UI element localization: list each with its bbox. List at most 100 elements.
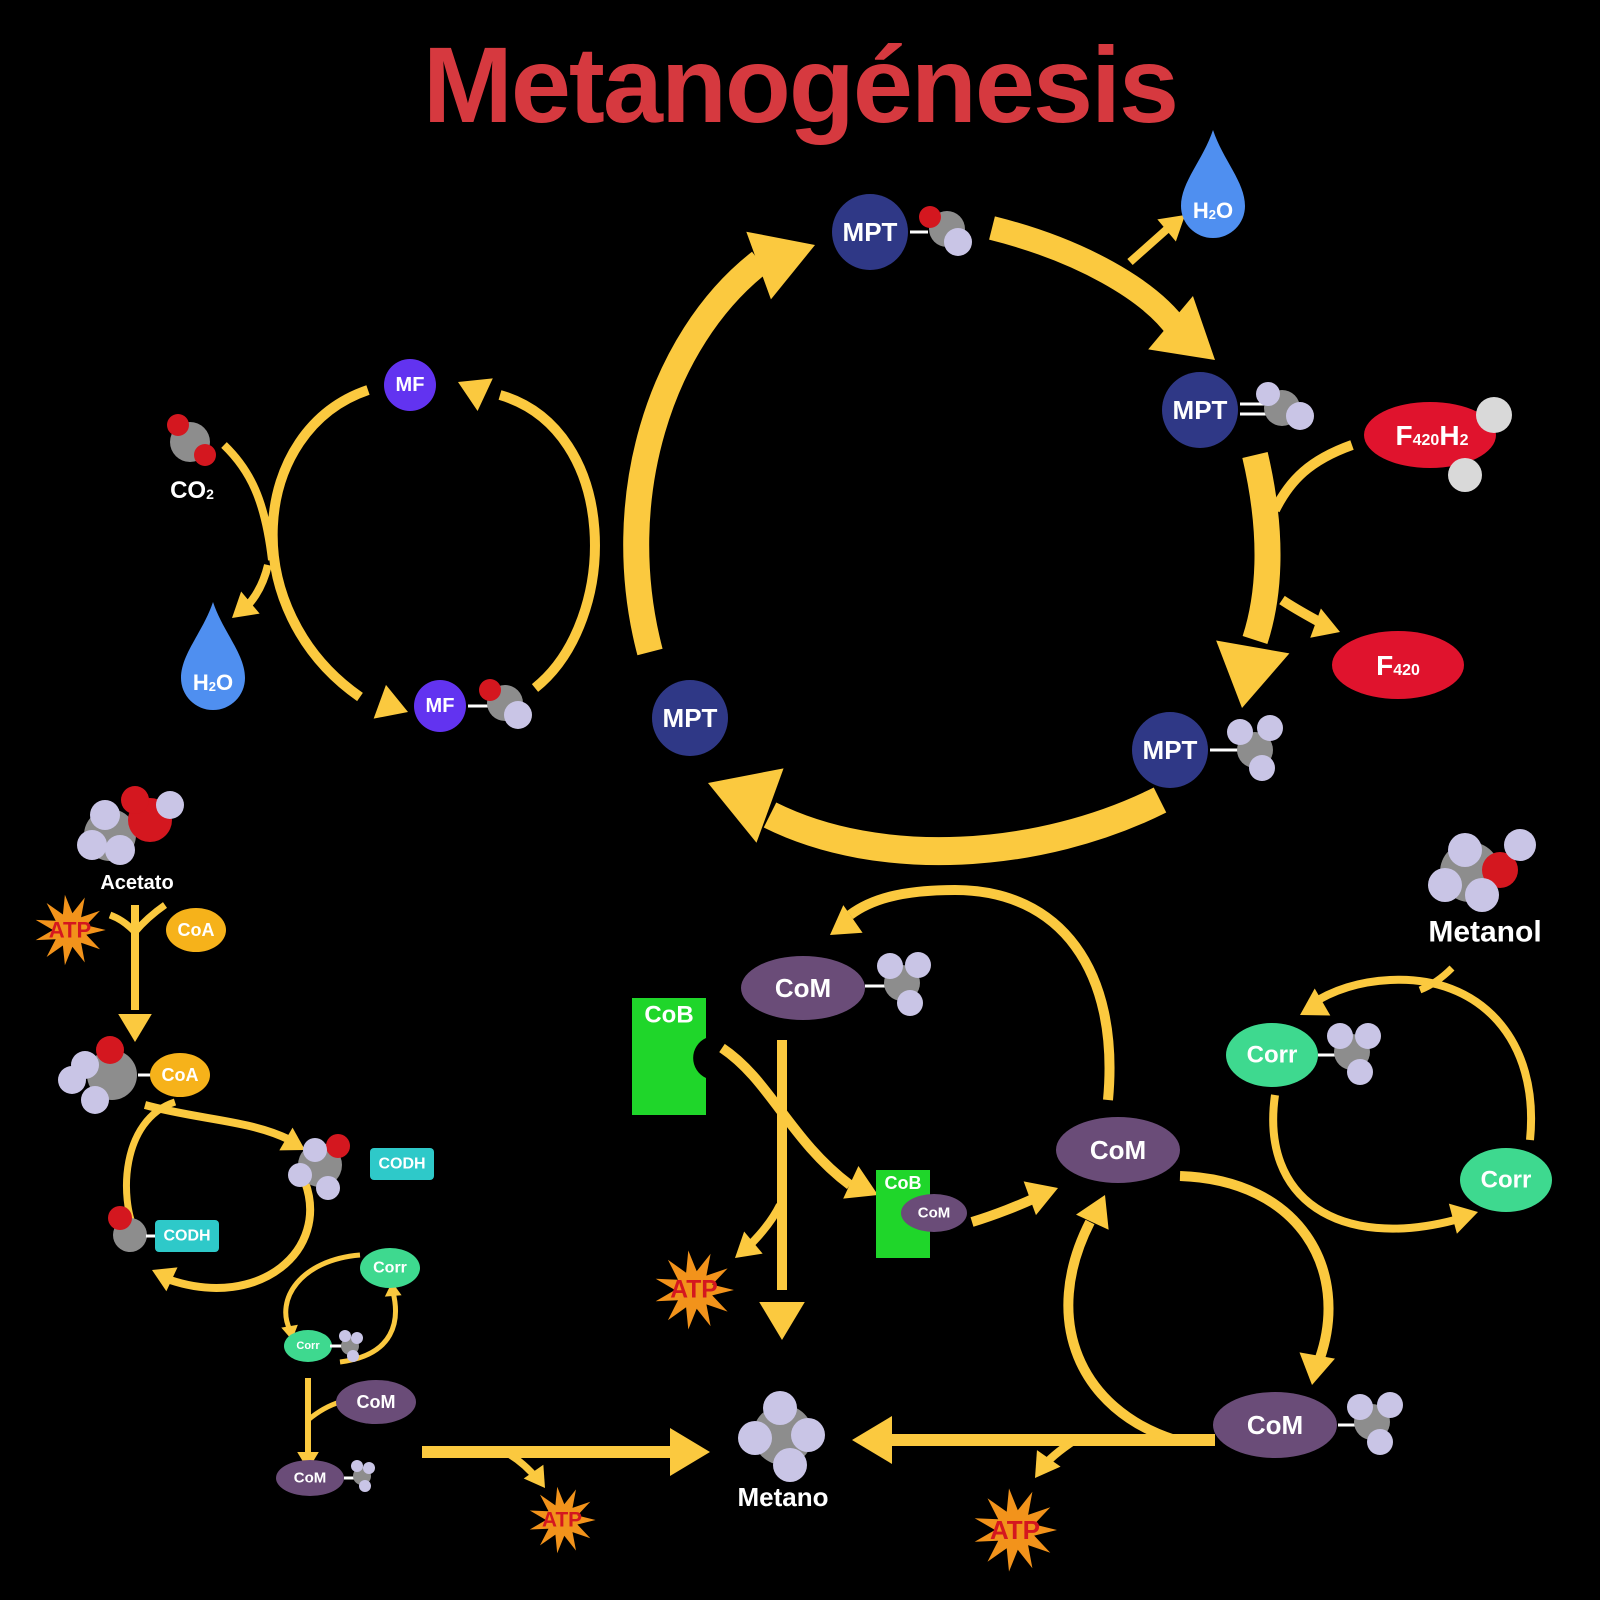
hydrogen-atom bbox=[351, 1460, 363, 1472]
hydrogen-atom bbox=[944, 228, 972, 256]
mpt-free-node-label: MPT bbox=[663, 703, 718, 733]
mpt-methyl-node: MPT bbox=[1132, 712, 1208, 788]
methyl-com-node-small-shape bbox=[276, 1460, 344, 1496]
arrow-codh-to-co-codh-head bbox=[152, 1267, 178, 1292]
mf-formyl-node: MF bbox=[414, 680, 466, 732]
methyl-corr-node-shape bbox=[1226, 1023, 1318, 1087]
hydrogen-atom bbox=[905, 952, 931, 978]
hydrogen-atom bbox=[877, 953, 903, 979]
corr-node-small-shape bbox=[360, 1248, 420, 1288]
water-drop-icon bbox=[1181, 130, 1245, 238]
hydrogen-atom bbox=[897, 990, 923, 1016]
methyl-com-node-top-shape bbox=[741, 956, 865, 1020]
arrow-co2-in bbox=[221, 442, 276, 561]
hydrogen-atom bbox=[71, 1051, 99, 1079]
atp-label: ATP bbox=[990, 1515, 1040, 1545]
arrow-methyl-to-mpt bbox=[763, 787, 1167, 866]
corr-node-label: Corr bbox=[1481, 1167, 1532, 1194]
arrow-heterodisulfide-to-com bbox=[970, 1193, 1038, 1227]
hydrogen-atom bbox=[339, 1330, 351, 1342]
mpt-methenyl-node: MPT bbox=[1162, 372, 1238, 448]
methyl-group-small bbox=[339, 1330, 363, 1362]
water-label: H2O bbox=[193, 670, 233, 695]
arrow-atp-left-head bbox=[523, 1464, 545, 1488]
f420h2-node: F420H2 bbox=[1364, 402, 1496, 468]
arrows-layer bbox=[108, 215, 1536, 1488]
arrow-h2o-release-head bbox=[1157, 215, 1185, 242]
hydrogen-atom bbox=[288, 1163, 312, 1187]
hydrogen-atom bbox=[1256, 382, 1280, 406]
acetate-molecule-icon bbox=[77, 786, 184, 865]
arrow-methyl-com-to-methane-left-head bbox=[670, 1428, 710, 1476]
atp-left: ATP bbox=[529, 1486, 596, 1554]
com-node-center: CoM bbox=[1056, 1117, 1180, 1183]
arrow-com-to-methyl-com-head bbox=[1299, 1352, 1335, 1385]
carbon-monoxide-group bbox=[108, 1206, 147, 1252]
f420h2-node-shape bbox=[1364, 402, 1496, 468]
oxygen-atom bbox=[1482, 852, 1518, 888]
arrow-methyl-com-to-methane-right-head bbox=[852, 1416, 892, 1464]
arrow-formyl-to-methenyl-head bbox=[1148, 296, 1215, 360]
atp-label: ATP bbox=[542, 1509, 582, 1532]
metano-label: Metano bbox=[738, 1482, 829, 1512]
methyl-com-node-small-label: CoM bbox=[294, 1470, 327, 1487]
arrow-loop-left bbox=[122, 1098, 177, 1232]
arrow-mf-to-mf-formyl bbox=[267, 385, 370, 702]
nodes-layer: MPTH2OMPTF420H2F420MPTMPTMFMFCO2H2OAceta… bbox=[35, 130, 1552, 1572]
hydrogen-atom bbox=[1476, 397, 1512, 433]
arrow-acetate-to-acetyl-coa-head bbox=[118, 1014, 152, 1042]
oxygen-atom bbox=[919, 206, 941, 228]
methyl-group-top bbox=[877, 952, 931, 1016]
com-node-center-shape bbox=[1056, 1117, 1180, 1183]
hydrogen-atom bbox=[1448, 458, 1482, 492]
arrow-f420h2-in bbox=[1270, 440, 1354, 513]
mpt-formyl-node-shape bbox=[832, 194, 908, 270]
atp-burst-icon bbox=[35, 894, 106, 966]
hydrogen-atom bbox=[1355, 1023, 1381, 1049]
page-title: Metanogénesis bbox=[422, 24, 1179, 145]
hydrogen-atom bbox=[1448, 833, 1482, 867]
arrow-formyl-to-methenyl bbox=[989, 216, 1188, 338]
hydrogen-atom bbox=[1428, 868, 1462, 902]
arrow-atp-in bbox=[108, 911, 138, 935]
hydrogen-atom bbox=[738, 1421, 772, 1455]
atp-label: ATP bbox=[670, 1277, 718, 1304]
hydrogen-atom bbox=[156, 791, 184, 819]
methyl-corr-node-small-shape bbox=[284, 1330, 332, 1362]
methanol-molecule-icon bbox=[1428, 829, 1536, 912]
arrow-methenyl-to-methyl-head bbox=[1216, 640, 1290, 708]
arrow-corr-to-methyl-corr bbox=[1307, 975, 1536, 1141]
mf-free-node: MF bbox=[384, 359, 436, 411]
arrow-methenyl-to-methyl bbox=[1242, 452, 1281, 645]
arrow-methyl-to-mpt-head bbox=[708, 768, 784, 843]
arrow-codh-to-co-codh bbox=[168, 1180, 315, 1292]
arrow-acetyl-coa-to-codh-head bbox=[279, 1127, 305, 1151]
oxygen-atom bbox=[326, 1134, 350, 1158]
mf-free-node-shape bbox=[384, 359, 436, 411]
hydrogen-atom bbox=[791, 1418, 825, 1452]
hydrogen-atom bbox=[504, 701, 532, 729]
methyl-group-right bbox=[1347, 1392, 1403, 1455]
arrow-com-in-small bbox=[306, 1399, 341, 1422]
hydrogen-atom bbox=[105, 835, 135, 865]
coa-node-label: CoA bbox=[178, 920, 215, 940]
methyl-com-node-right-label: CoM bbox=[1247, 1410, 1303, 1440]
mpt-free-node: MPT bbox=[652, 680, 728, 756]
arrow-formyl-mf-to-mf bbox=[498, 390, 600, 692]
mf-formyl-group bbox=[479, 679, 532, 729]
codh-label: CODH bbox=[378, 1156, 425, 1173]
arrow-coa-in bbox=[132, 902, 168, 935]
methyl-com-node-top-label: CoM bbox=[775, 973, 831, 1003]
arrow-methyl-com-to-methane-head bbox=[759, 1302, 805, 1340]
hydrogen-atom bbox=[1504, 829, 1536, 861]
arrow-mpt-methyl-to-com bbox=[847, 884, 1115, 1101]
arrow-corr-to-methyl-corr-head bbox=[1300, 988, 1331, 1016]
arrow-cob-to-heterodisulfide bbox=[719, 1043, 854, 1189]
methyl-group-corr bbox=[1327, 1023, 1381, 1085]
cob-label: CoB bbox=[644, 1002, 693, 1029]
mpt-methyl-node-label: MPT bbox=[1143, 735, 1198, 765]
methyl-corr-node-small: Corr bbox=[284, 1330, 332, 1362]
com-node-small-label: CoM bbox=[357, 1392, 396, 1412]
